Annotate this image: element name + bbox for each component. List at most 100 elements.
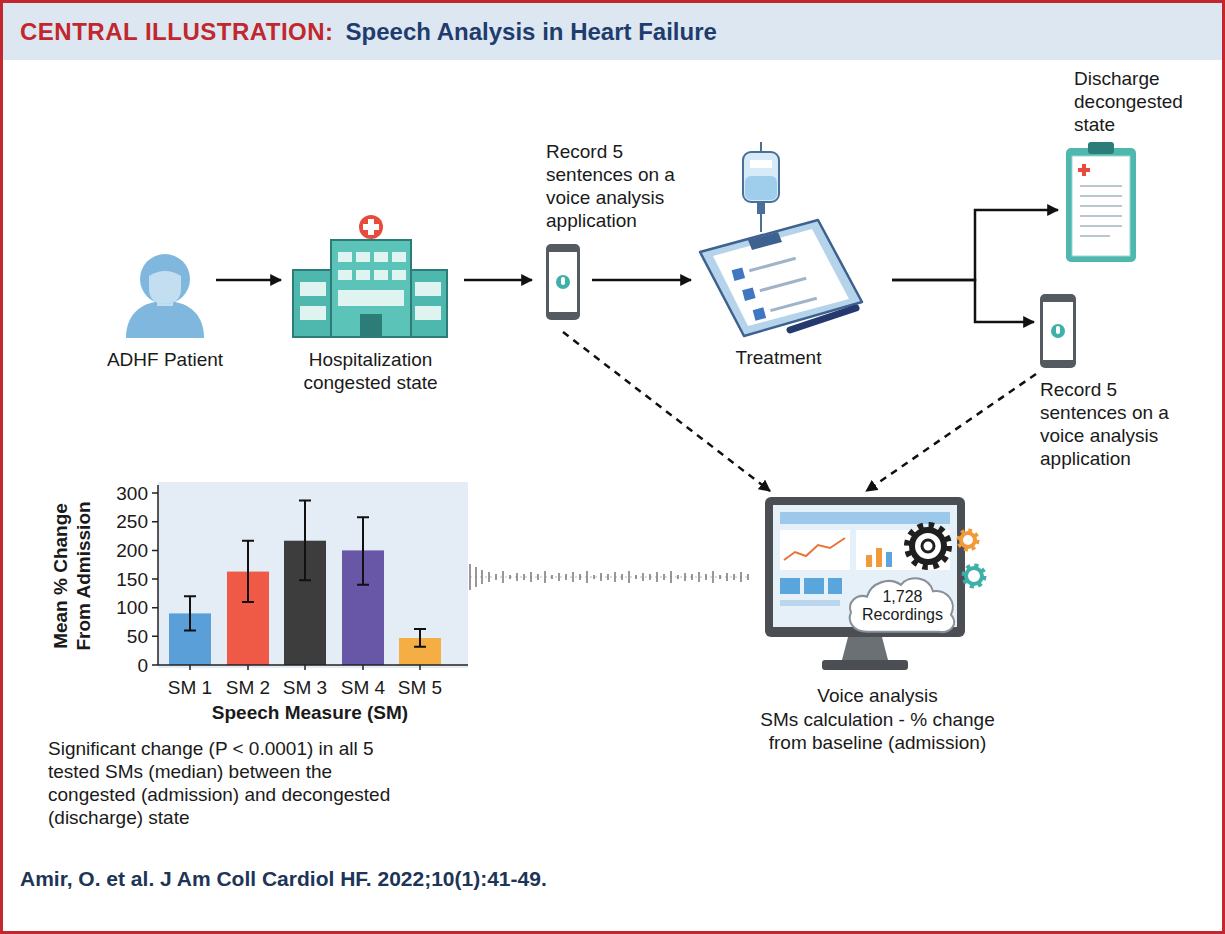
discharge-clipboard-part xyxy=(1078,168,1090,172)
waveform xyxy=(470,564,750,590)
axis-tick: 100 xyxy=(100,596,148,619)
title-bar: CENTRAL ILLUSTRATION: Speech Analysis in … xyxy=(3,3,1222,60)
patient-figure-part xyxy=(126,301,204,338)
hospital-building-part xyxy=(363,224,379,230)
bar-chart-part xyxy=(158,482,468,668)
node-label: SMs calculation - % change from baseline… xyxy=(748,708,1008,754)
hospital-building-part xyxy=(338,270,352,280)
node-label: Discharge decongested state xyxy=(1074,67,1199,136)
computer-monitor-part xyxy=(876,548,882,567)
hospital-building xyxy=(293,215,447,337)
category-label: SM 5 xyxy=(385,676,455,699)
hospital-building-part xyxy=(331,240,411,337)
chart-note: Significant change (P < 0.0001) in all 5… xyxy=(48,737,420,829)
node-label: Hospitalization congested state xyxy=(281,348,461,394)
gears-part xyxy=(961,533,975,547)
treatment-figure-part xyxy=(748,232,782,250)
checklist-part xyxy=(770,298,816,310)
axis-tick: 150 xyxy=(100,568,148,591)
phone-icon-part xyxy=(1051,324,1065,338)
phone-icon xyxy=(546,244,580,320)
hospital-icon: Hospitalization congested state xyxy=(293,215,448,338)
phone-icon-part xyxy=(1040,294,1076,368)
bar-chart-part xyxy=(152,485,468,670)
phone-icon: Record 5 sentences on a voice analysis a… xyxy=(546,244,580,320)
discharge-clipboard-part xyxy=(1088,142,1114,154)
patient-icon: ADHF Patient xyxy=(128,255,202,338)
treatment-figure-part xyxy=(743,152,779,202)
hospital-building-part xyxy=(360,314,382,337)
computer-monitor-part xyxy=(765,497,965,637)
phone-icon-part xyxy=(549,252,577,312)
treatment-figure-part xyxy=(757,203,765,214)
title: Speech Analysis in Heart Failure xyxy=(346,17,717,47)
computer-monitor xyxy=(765,497,965,670)
hospital-building-part xyxy=(356,270,370,280)
discharge-clipboard-part xyxy=(1080,235,1110,237)
cloud-outline xyxy=(850,578,954,632)
hospital-building-part xyxy=(300,282,326,296)
computer-monitor-part xyxy=(780,600,840,606)
gears-part xyxy=(912,530,944,562)
treatment-figure-part xyxy=(760,142,762,152)
treatment-figure xyxy=(700,142,862,336)
computer-monitor-part xyxy=(780,530,850,570)
hospital-building-part xyxy=(300,306,326,320)
bar-chart xyxy=(152,482,468,670)
computer-monitor-part xyxy=(780,578,800,594)
node-label: ADHF Patient xyxy=(85,348,245,371)
discharge-clipboard: Discharge decongested state xyxy=(1066,142,1136,262)
computer-monitor-part xyxy=(866,555,872,567)
node-label: 1,728 Recordings xyxy=(853,582,953,624)
patient-figure-part xyxy=(149,271,181,304)
computer-monitor-part xyxy=(886,552,892,567)
hospital-building-part xyxy=(392,270,406,280)
flow-arrow xyxy=(892,280,1034,322)
gears-part xyxy=(964,566,984,586)
hospital-building-part xyxy=(409,270,447,337)
discharge-clipboard-part xyxy=(1080,215,1122,217)
discharge-clipboard-part xyxy=(1066,148,1136,262)
axis-title: Mean % Change From Admission xyxy=(49,491,95,661)
computer-monitor-part xyxy=(784,538,845,560)
patient-figure-part xyxy=(140,254,190,304)
checklist-part xyxy=(749,258,795,270)
category-label: SM 2 xyxy=(213,676,283,699)
flow-arrow xyxy=(216,279,281,282)
hospital-building-part xyxy=(338,252,352,262)
category-label: SM 1 xyxy=(155,676,225,699)
computer-monitor-part xyxy=(804,578,824,594)
gears-part xyxy=(908,526,948,566)
hospital-building-part xyxy=(293,270,333,337)
axis-tick: 0 xyxy=(100,654,148,677)
discharge-clipboard-part xyxy=(1080,205,1122,207)
axis-tick: 300 xyxy=(100,482,148,505)
discharge-clipboard-part xyxy=(1072,156,1130,256)
computer-monitor-part xyxy=(828,578,842,594)
gears-part xyxy=(959,531,977,549)
illustration-tag: CENTRAL ILLUSTRATION: xyxy=(20,17,334,47)
flow-arrow xyxy=(592,279,691,282)
hospital-building-part xyxy=(338,290,404,306)
gears-part xyxy=(966,568,982,584)
hospital-building-part xyxy=(392,252,406,262)
discharge-clipboard xyxy=(1066,142,1136,262)
flow-arrow xyxy=(866,374,1036,491)
node-label: Treatment xyxy=(699,346,859,369)
treatment-figure-part xyxy=(745,176,777,200)
computer-monitor-part xyxy=(773,505,957,627)
waveform-part xyxy=(470,577,750,578)
hospital-building-part xyxy=(415,306,441,320)
node-label: Record 5 sentences on a voice analysis a… xyxy=(1040,378,1175,470)
phone-icon-part xyxy=(1056,326,1060,334)
discharge-clipboard-part xyxy=(1080,195,1122,197)
category-label: SM 4 xyxy=(328,676,398,699)
treatment-figure-part xyxy=(790,308,856,330)
computer-monitor-part xyxy=(780,512,950,524)
hospital-building-part xyxy=(374,252,388,262)
axis-tick: 250 xyxy=(100,510,148,533)
phone-icon-part xyxy=(561,277,565,285)
discharge-clipboard-part xyxy=(1080,225,1122,227)
hospital-building-part xyxy=(359,215,383,239)
